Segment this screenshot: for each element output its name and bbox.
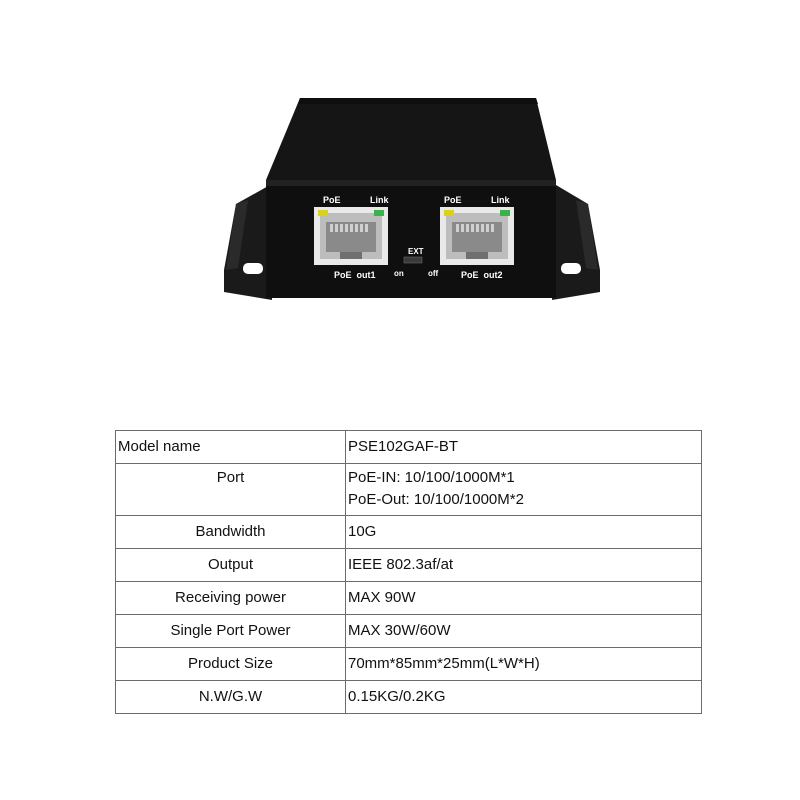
spec-value: PSE102GAF-BT <box>345 430 702 464</box>
table-row: Receiving power MAX 90W <box>115 581 702 615</box>
right-bracket-hole <box>561 263 581 274</box>
spec-value: 10G <box>345 515 702 549</box>
spec-value-line: PoE-IN: 10/100/1000M*1 <box>348 469 515 486</box>
spec-value: MAX 30W/60W <box>345 614 702 648</box>
left-bracket-hole <box>243 263 263 274</box>
table-row: Product Size 70mm*85mm*25mm(L*W*H) <box>115 647 702 681</box>
table-row: Output IEEE 802.3af/at <box>115 548 702 582</box>
port1-name-label: PoE out1 <box>334 270 376 280</box>
spec-label: Receiving power <box>115 581 346 615</box>
poe-led-port2 <box>444 210 454 216</box>
spec-value-line: PoE-Out: 10/100/1000M*2 <box>348 491 524 508</box>
specification-table: Model name PSE102GAF-BT Port PoE-IN: 10/… <box>115 430 702 714</box>
port1-poe-led-label: PoE <box>323 195 341 205</box>
spec-value: MAX 90W <box>345 581 702 615</box>
table-row: Model name PSE102GAF-BT <box>115 430 702 464</box>
casing-top <box>266 98 556 180</box>
table-row: N.W/G.W 0.15KG/0.2KG <box>115 680 702 714</box>
poe-led-port1 <box>318 210 328 216</box>
port2-poe-led-label: PoE <box>444 195 462 205</box>
port2-name-label: PoE out2 <box>461 270 503 280</box>
table-row: Bandwidth 10G <box>115 515 702 549</box>
spec-label: Product Size <box>115 647 346 681</box>
poe-switch-device-image: PoE Link PoE out1 PoE Link PoE out2 EXT … <box>224 98 600 300</box>
rj45-port-out1 <box>314 207 388 265</box>
spec-label: Model name <box>115 430 346 464</box>
rj45-port-out2 <box>440 207 514 265</box>
spec-value: PoE-IN: 10/100/1000M*1 PoE-Out: 10/100/1… <box>345 463 702 516</box>
spec-value: 70mm*85mm*25mm(L*W*H) <box>345 647 702 681</box>
link-led-port2 <box>500 210 510 216</box>
spec-label: Single Port Power <box>115 614 346 648</box>
link-led-port1 <box>374 210 384 216</box>
spec-label: Bandwidth <box>115 515 346 549</box>
ext-switch-on-label: on <box>394 269 404 278</box>
table-row: Single Port Power MAX 30W/60W <box>115 614 702 648</box>
spec-label: Output <box>115 548 346 582</box>
table-row: Port PoE-IN: 10/100/1000M*1 PoE-Out: 10/… <box>115 463 702 516</box>
port2-link-led-label: Link <box>491 195 510 205</box>
spec-value: 0.15KG/0.2KG <box>345 680 702 714</box>
port1-link-led-label: Link <box>370 195 389 205</box>
spec-value: IEEE 802.3af/at <box>345 548 702 582</box>
ext-switch-off-label: off <box>428 269 439 278</box>
ext-switch-label: EXT <box>408 247 424 256</box>
spec-label: N.W/G.W <box>115 680 346 714</box>
spec-label: Port <box>115 463 346 516</box>
ext-switch <box>403 256 423 264</box>
